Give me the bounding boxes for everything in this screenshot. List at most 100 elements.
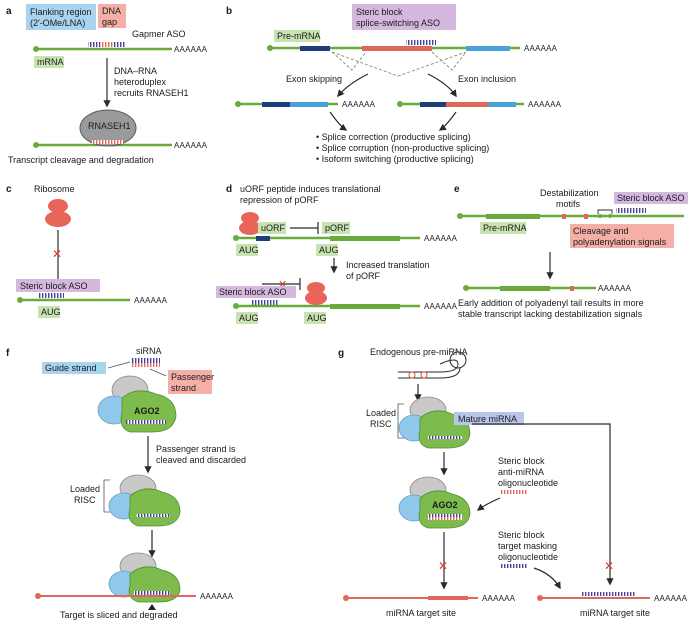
ago2-label-f: AGO2: [134, 406, 160, 416]
aso-c: [38, 293, 64, 298]
aug-box-d3: [236, 312, 258, 324]
passenger-line1: Passenger: [171, 372, 214, 382]
increased-line1: Increased translation: [346, 260, 430, 270]
rnaseh1-label: RNASEH1: [88, 121, 131, 131]
premirna-label: Endogenous pre-miRNA: [370, 347, 468, 357]
skipped-exon-3: [290, 102, 328, 107]
antimirna-line2: anti-miRNA: [498, 467, 544, 477]
passenger-label-box: [168, 370, 212, 394]
guide-label: Guide strand: [45, 363, 97, 373]
porf-label: pORF: [325, 223, 350, 233]
guide-pointer: [107, 361, 131, 369]
aug-label-d3: AUG: [239, 313, 259, 323]
aso-label-e: Steric block ASO: [617, 193, 685, 203]
pa-signal-1: [562, 214, 566, 219]
mrna-label: mRNA: [37, 57, 64, 67]
panel-f: f siRNA Guide strand Passenger strand AG…: [6, 346, 246, 620]
ribosome-d2-small: [307, 282, 325, 294]
arrow-to-outcomes-left: [329, 111, 348, 131]
panel-letter-f: f: [6, 348, 10, 359]
masking-line3: oligonucleotide: [498, 552, 558, 562]
target-cap-f: [35, 593, 41, 599]
poly-a-d2: AAAAAA: [424, 302, 458, 311]
poly-a-d1: AAAAAA: [424, 234, 458, 243]
mrna-cap-e: [463, 285, 469, 291]
premrna-cap: [267, 45, 273, 51]
aug-box-d1: [236, 244, 258, 256]
premrna-cap-e: [457, 213, 463, 219]
slice-marker: [148, 604, 156, 610]
cleavage-line2: polyadenylation signals: [573, 237, 667, 247]
antimirna-line3: oligonucleotide: [498, 478, 558, 488]
mature-mirna-box: [454, 412, 524, 425]
bound-gapmer: [92, 140, 124, 144]
site-label-g2: miRNA target site: [580, 608, 650, 618]
skipped-cap: [235, 101, 241, 107]
mrna-cap-2: [33, 142, 39, 148]
poly-a-g1: AAAAAA: [482, 594, 516, 603]
gapmer-flank-left: [88, 42, 100, 47]
arrow-masking: [533, 567, 561, 590]
splice-dashed-1: [331, 51, 367, 71]
loaded-duplex-f: [126, 420, 166, 424]
coding-region-e: [486, 214, 540, 219]
aug-box-d4: [304, 312, 326, 324]
sirna-passenger-strand: [132, 363, 160, 367]
flanking-label-line1: Flanking region: [30, 7, 92, 17]
uorf-label: uORF: [261, 223, 286, 233]
loaded-risc-line2-f: RISC: [74, 495, 96, 505]
mature-mirna-strand: [428, 436, 462, 439]
block-x-g2: ✕: [604, 559, 614, 573]
panel-c: c Ribosome ✕ Steric block ASO AAAAAA AUG: [6, 184, 167, 318]
arrow-g-right: [472, 423, 614, 586]
ribosome-d2-large: [305, 291, 327, 305]
cleaved-line1: Passenger strand is: [156, 444, 236, 454]
included-cap: [397, 101, 403, 107]
result-e-line1: Early addition of polyadenyl tail result…: [458, 298, 644, 308]
splice-dashed-3: [331, 51, 467, 77]
risc-guide-f: [136, 514, 170, 517]
arrow-to-outcomes-right: [438, 111, 457, 131]
risc-bracket-f: [103, 479, 110, 513]
aso-label-d: Steric block ASO: [219, 287, 287, 297]
uorf-box: [258, 222, 286, 234]
heteroduplex-line2: heteroduplex: [114, 77, 167, 87]
gapmer-flank-right: [114, 42, 126, 47]
aso-label-box-d: [216, 286, 296, 298]
aug-label-c: AUG: [41, 307, 61, 317]
aso-label-line2: splice-switching ASO: [356, 18, 440, 28]
splice-switching-aso: [406, 40, 436, 45]
ribosome-d1-small: [241, 212, 259, 224]
panel-letter-d: d: [226, 184, 232, 195]
result-f: Target is sliced and degraded: [60, 610, 178, 620]
ago2-mirna-g: [428, 514, 462, 517]
block-x-g1: ✕: [438, 559, 448, 573]
aug-box-c: [38, 306, 60, 318]
mrna-cap-d2: [233, 303, 239, 309]
poly-a-tail-2: AAAAAA: [174, 141, 208, 150]
flanking-label-line2: (2′-OMe/LNA): [30, 18, 85, 28]
coding-region-e2: [500, 286, 550, 291]
dna-gap-line1: DNA: [102, 6, 121, 16]
aso-e: [616, 208, 646, 213]
outcome-bullet-2: • Splice corruption (non-productive spli…: [316, 143, 489, 153]
rnaseh1-enzyme: [79, 109, 137, 147]
cleavage-label-box: [570, 224, 674, 248]
premirna-hairpin: [398, 359, 461, 379]
loaded-risc-line2-g: RISC: [370, 419, 392, 429]
masking-oligo: [500, 564, 528, 568]
ribosome-d1-large: [239, 221, 261, 235]
mrna-cap: [33, 46, 39, 52]
poly-a-e: AAAAAA: [598, 284, 632, 293]
increased-line2: of pORF: [346, 271, 381, 281]
cleavage-line1: Cleavage and: [573, 226, 629, 236]
panel-letter-g: g: [338, 348, 344, 359]
panel-d: d uORF peptide induces translational rep…: [216, 184, 458, 324]
site-label-g1: miRNA target site: [386, 608, 456, 618]
ribosome-label: Ribosome: [34, 184, 75, 194]
risc-piwi-f: [128, 488, 181, 527]
included-exon-1: [420, 102, 446, 107]
masking-bound-g2: [582, 592, 636, 596]
premrna-label-box-e: [480, 222, 526, 234]
